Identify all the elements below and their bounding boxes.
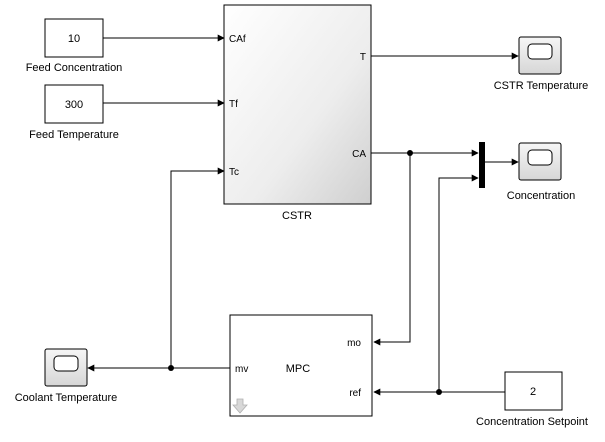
concentration-setpoint-label: Concentration Setpoint [476,416,588,428]
feed-concentration-label: Feed Concentration [26,62,123,74]
feed-temperature-value: 300 [65,99,83,111]
wires [87,34,519,396]
mpc-label: MPC [286,363,311,375]
branch-point-mv [168,365,174,371]
cstr-outport-ca: CA [352,149,366,160]
cstr-block[interactable]: CAf Tf Tc T CA [223,4,372,205]
wire-mv-to-tc[interactable] [170,167,225,368]
mux-icon[interactable] [479,142,485,188]
cstr-inport-caf: CAf [229,34,246,45]
mpc-block[interactable]: MPC mo ref mv [229,314,373,417]
down-arrow-icon [232,398,248,414]
coolant-temperature-scope-label: Coolant Temperature [15,392,118,404]
scope-icon[interactable] [518,142,562,181]
feed-temperature-block[interactable]: 300 [44,84,104,124]
cstr-label: CSTR [282,210,312,222]
branch-point-ca [407,150,413,156]
mpc-inport-mo: mo [347,338,361,349]
feed-temperature-label: Feed Temperature [29,129,119,141]
cstr-outport-t: T [360,52,366,63]
feed-concentration-value: 10 [68,33,80,45]
cstr-inport-tc: Tc [229,167,239,178]
feed-concentration-block[interactable]: 10 [44,18,104,58]
concentration-setpoint-value: 2 [530,386,536,398]
cstr-temperature-scope-label: CSTR Temperature [494,80,589,92]
wire-setpoint-to-mux[interactable] [438,174,479,392]
wire-ca-to-mo[interactable] [373,153,411,346]
scope-icon[interactable] [44,348,88,387]
cstr-inport-tf: Tf [229,99,238,110]
mpc-inport-ref: ref [349,388,361,399]
mpc-outport-mv: mv [235,364,248,375]
scope-icon[interactable] [518,36,562,75]
concentration-scope-label: Concentration [507,190,576,202]
branch-point-setpoint [436,389,442,395]
concentration-setpoint-block[interactable]: 2 [504,371,563,411]
